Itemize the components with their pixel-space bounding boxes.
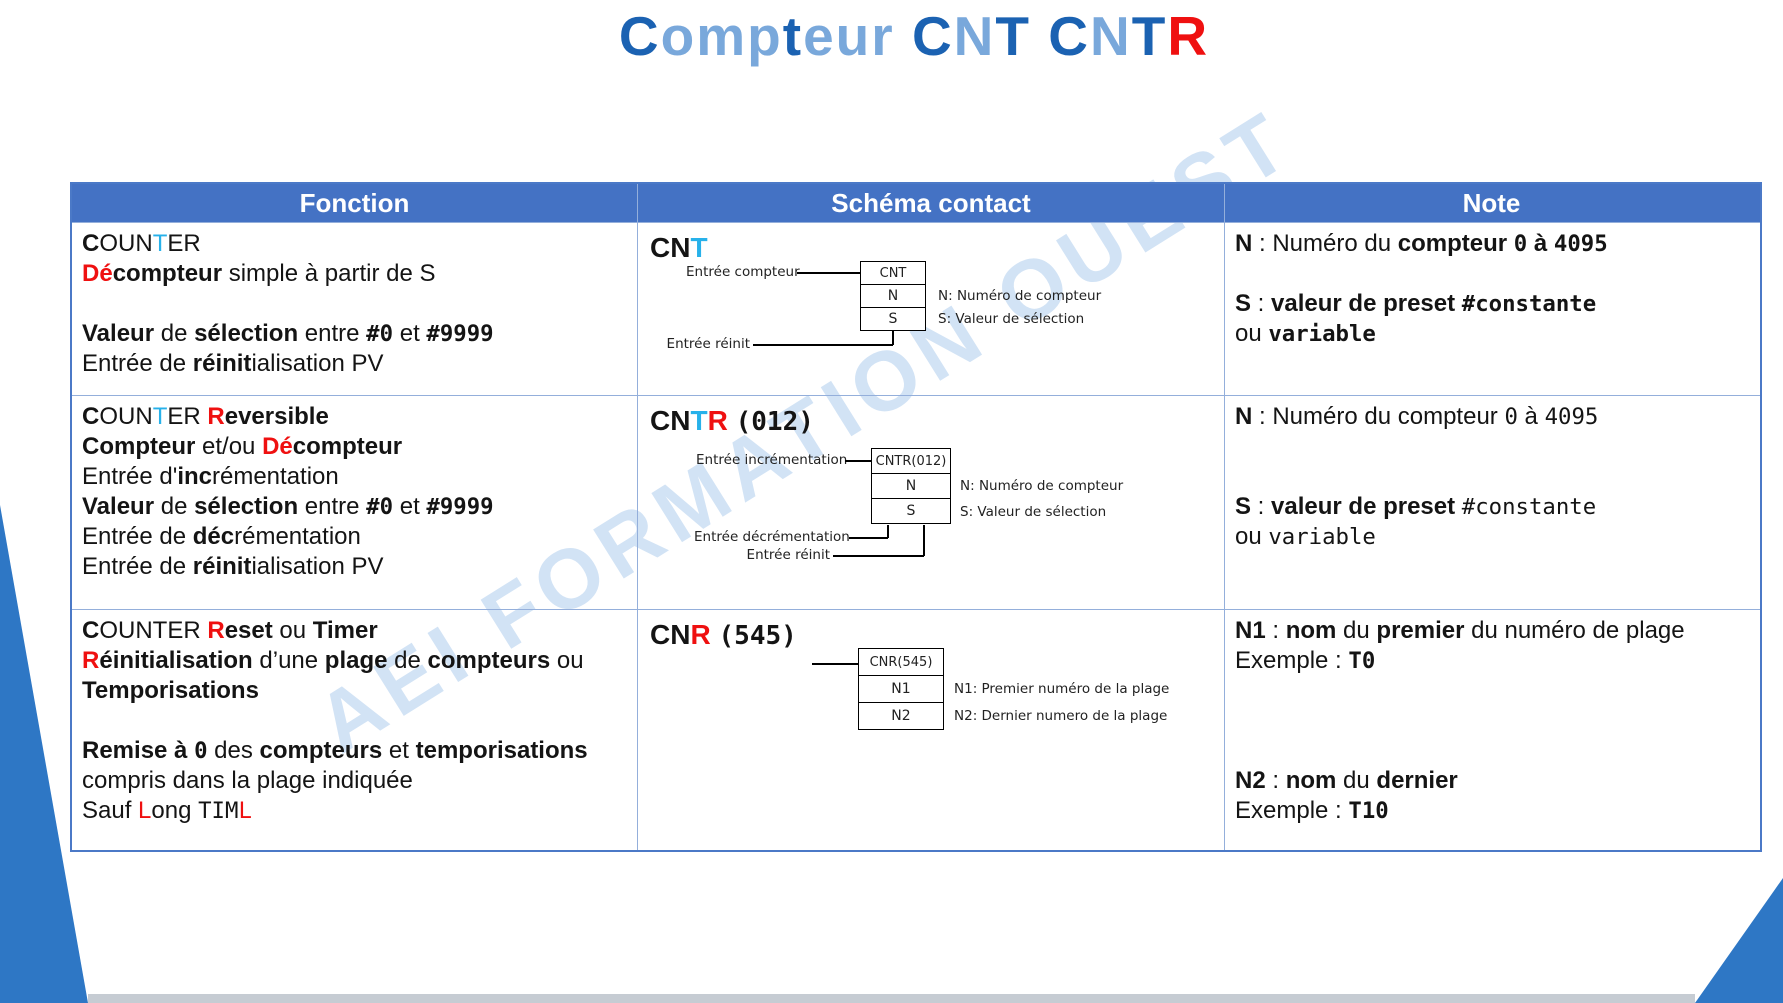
- header-cell-fonction: Fonction: [299, 188, 410, 218]
- note-cell: N : Numéro du compteur 0 à 4095 S : vale…: [1224, 396, 1758, 609]
- text-line: [1235, 462, 1748, 492]
- table-header-row: Fonction Schéma contact Note: [72, 184, 1760, 222]
- text-line: compris dans la plage indiquée: [82, 767, 413, 794]
- ladder-diagram-cntr: Entrée incrémentation CNTR(012) N S Entr…: [638, 396, 1224, 609]
- text-line: COUNTER Reset ou Timer: [82, 617, 378, 644]
- table-row-cntr: COUNTER Reversible Compteur et/ou Décomp…: [72, 395, 1760, 609]
- table-row-cnr: COUNTER Reset ou Timer Réinitialisation …: [72, 609, 1760, 850]
- text-line: ou variable: [1235, 523, 1376, 550]
- decor-right-wedge: [1695, 878, 1783, 1003]
- page-title: Compteur CNT CNTR: [618, 5, 1210, 67]
- header-cell-schema-contact: Schéma contact: [637, 184, 1224, 222]
- fonction-cell: COUNTER Reset ou Timer Réinitialisation …: [72, 610, 637, 850]
- function-block: CNTR(012) N S: [871, 448, 951, 524]
- block-cell: CNR(545): [869, 654, 933, 670]
- text-line: [82, 289, 627, 319]
- wire-line: [812, 663, 858, 665]
- input-label: Entrée compteur: [686, 264, 800, 280]
- param-note: N: Numéro de compteur: [960, 478, 1124, 494]
- text-line: [82, 706, 627, 736]
- text-line: Entrée de décrémentation: [82, 523, 361, 550]
- wire-line: [833, 555, 924, 557]
- input-label: Entrée réinit: [746, 547, 830, 563]
- wire-line: [845, 460, 871, 462]
- function-block: CNT N S: [860, 261, 926, 331]
- instruction-name: CNTR (012): [650, 405, 814, 437]
- fonction-cell: COUNTER Reversible Compteur et/ou Décomp…: [72, 396, 637, 609]
- input-label: Entrée réinit: [666, 336, 750, 352]
- block-cell: CNTR(012): [875, 453, 947, 469]
- block-cell: N2: [859, 702, 943, 729]
- param-note: S: Valeur de sélection: [938, 311, 1085, 327]
- param-note: N: Numéro de compteur: [938, 288, 1102, 304]
- text-line: [1235, 259, 1748, 289]
- text-line: S : valeur de preset #constante: [1235, 290, 1597, 317]
- text-line: Entrée d'incrémentation: [82, 463, 339, 490]
- counters-table: Fonction Schéma contact Note COUNTER Déc…: [70, 182, 1762, 852]
- param-note: N2: Dernier numero de la plage: [954, 708, 1168, 724]
- text-line: N2 : nom du dernier: [1235, 767, 1458, 794]
- note-cell: N1 : nom du premier du numéro de plage E…: [1224, 610, 1758, 850]
- text-line: N1 : nom du premier du numéro de plage: [1235, 617, 1685, 644]
- note-cell: N : Numéro du compteur 0 à 4095 S : vale…: [1224, 223, 1758, 395]
- text-line: Exemple : T0: [1235, 647, 1376, 674]
- text-line: Temporisations: [82, 677, 259, 704]
- block-cell: S: [861, 307, 925, 330]
- text-line: COUNTER: [82, 230, 201, 257]
- input-label: Entrée décrémentation: [694, 529, 850, 545]
- wire-line: [849, 537, 888, 539]
- text-line: Entrée de réinitialisation PV: [82, 350, 384, 377]
- text-line: Décompteur simple à partir de S: [82, 260, 436, 287]
- fonction-cell: COUNTER Décompteur simple à partir de S …: [72, 223, 637, 395]
- ladder-diagram-cnt: Entrée compteur CNT N S Entrée réinit N:…: [638, 223, 1224, 395]
- text-line: N : Numéro du compteur 0 à 4095: [1235, 230, 1608, 257]
- text-line: Valeur de sélection entre #0 et #9999: [82, 320, 494, 347]
- block-cell: N: [861, 284, 925, 307]
- block-cell: N: [872, 473, 950, 498]
- text-line: Remise à 0 des compteurs et temporisatio…: [82, 737, 588, 764]
- wire-line: [923, 525, 925, 556]
- function-block: CNR(545) N1 N2: [858, 648, 944, 730]
- text-line: Sauf Long TIML: [82, 797, 252, 824]
- text-line: [1235, 676, 1748, 706]
- wire-line: [753, 344, 893, 346]
- instruction-name: CNT: [650, 232, 708, 263]
- block-cell: CNT: [879, 265, 907, 281]
- table-row-cnt: COUNTER Décompteur simple à partir de S …: [72, 222, 1760, 395]
- schema-cell: CNT Entrée compteur CNT N S Entrée réini…: [637, 223, 1224, 395]
- schema-cell: CNTR (012) Entrée incrémentation CNTR(01…: [637, 396, 1224, 609]
- block-cell: N1: [859, 675, 943, 702]
- text-line: Compteur et/ou Décompteur: [82, 433, 403, 460]
- param-note: S: Valeur de sélection: [960, 504, 1107, 520]
- schema-cell: CNR (545) CNR(545) N1 N2 N1: Premier num…: [637, 610, 1224, 850]
- text-line: ou variable: [1235, 320, 1376, 347]
- text-line: Exemple : T10: [1235, 797, 1389, 824]
- header-cell-note: Note: [1224, 184, 1758, 222]
- text-line: S : valeur de preset #constante: [1235, 493, 1597, 520]
- text-line: Valeur de sélection entre #0 et #9999: [82, 493, 494, 520]
- text-line: Réinitialisation d’une plage de compteur…: [82, 647, 584, 674]
- instruction-name: CNR (545): [650, 619, 797, 651]
- text-line: [1235, 432, 1748, 462]
- param-note: N1: Premier numéro de la plage: [954, 681, 1170, 697]
- input-label: Entrée incrémentation: [696, 452, 848, 468]
- decor-bottom-bar: [88, 994, 1695, 1003]
- wire-line: [797, 272, 860, 274]
- wire-line: [892, 331, 894, 345]
- text-line: [1235, 706, 1748, 736]
- text-line: COUNTER Reversible: [82, 403, 329, 430]
- text-line: [1235, 736, 1748, 766]
- text-line: Entrée de réinitialisation PV: [82, 553, 384, 580]
- ladder-diagram-cnr: CNR(545) N1 N2 N1: Premier numéro de la …: [638, 610, 1224, 850]
- wire-line: [887, 525, 889, 538]
- text-line: N : Numéro du compteur 0 à 4095: [1235, 403, 1599, 430]
- block-cell: S: [872, 498, 950, 523]
